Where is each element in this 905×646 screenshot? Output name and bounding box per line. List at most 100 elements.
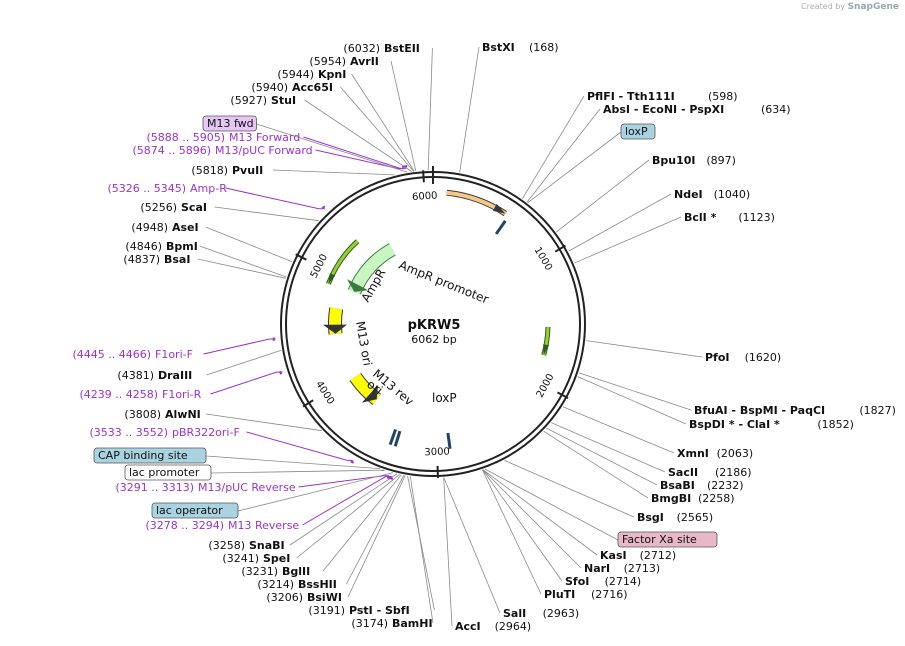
leader-sfoi: [482, 469, 563, 582]
feature-box-bg: [617, 531, 718, 548]
leader-bsgi: [504, 460, 635, 518]
marker-1: [388, 429, 397, 446]
primer-range: (4239 .. 4258): [79, 388, 158, 401]
primer-leader-6: [298, 475, 390, 488]
tick-mark-4000: [302, 399, 314, 408]
leader-asei: [205, 226, 293, 263]
plasmid-size: 6062 bp: [411, 333, 456, 346]
site-xmni: XmnI(2063): [677, 447, 753, 460]
site-snabi: (3258)SnaBI: [208, 539, 284, 552]
site-name: BsgI: [637, 511, 664, 524]
feature-box-lac-promoter: lac promoter: [124, 464, 212, 481]
site-name: SacII: [668, 466, 698, 479]
primer-range: (5326 .. 5345): [107, 182, 186, 195]
tick-label-6000: 6000: [412, 190, 438, 203]
site-position: (1620): [745, 351, 782, 364]
primer-leader-7: [302, 476, 392, 526]
site-name: PfoI: [705, 351, 730, 364]
leader-bpu10i: [556, 159, 650, 233]
site-stui: (5927)StuI: [230, 94, 296, 107]
leader-bsai: [197, 258, 287, 279]
primer-name: Amp-R: [190, 182, 227, 195]
site-bsteii: (6032)BstEII: [343, 42, 419, 55]
primer-range: (3278 .. 3294): [145, 519, 224, 532]
leader-bfuai-bspmi-paqci: [578, 372, 692, 411]
site-bsai: (4837)BsaI: [123, 253, 190, 266]
site-position: (2963): [543, 607, 580, 620]
site-name: Acc65I: [292, 81, 333, 94]
tick-mark-6000: [422, 170, 425, 183]
feature-arrow-green-right-head: [543, 344, 550, 356]
site-position: (2712): [640, 549, 677, 562]
leader-spei: [296, 474, 400, 559]
site-position: (4837): [123, 253, 160, 266]
site-position: (1040): [714, 188, 751, 201]
site-absi-econi-pspxi: AbsI - EcoNI - PspXI(634): [603, 103, 791, 116]
feature-leader-0: [256, 123, 408, 173]
leader-bcli-: [574, 216, 682, 264]
primer-name: M13 Reverse: [228, 519, 299, 532]
primer-leader-4: [210, 371, 283, 395]
primer-name: M13/pUC Reverse: [198, 481, 296, 494]
site-position: (2258): [698, 492, 735, 505]
primer-m13-reverse: (3278 .. 3294) M13 Reverse: [145, 519, 299, 532]
site-name: PstI - SbfI: [349, 604, 410, 617]
site-position: (2716): [591, 588, 628, 601]
site-sacii: SacII (2186): [668, 466, 752, 479]
primer-bar-2: [321, 205, 326, 210]
site-position: (5818): [191, 164, 228, 177]
snapgene-logo: SnapGene: [848, 2, 899, 12]
feature-arc-orange-head: [492, 203, 506, 214]
site-name: BspDI * - ClaI *: [689, 418, 780, 431]
leader-bstxi: [459, 46, 480, 173]
site-bpmi: (4846)BpmI: [125, 240, 197, 253]
leader-bsiwi: [347, 475, 406, 598]
feature-leader-2: [205, 455, 381, 469]
primer-name: pBR322ori-F: [172, 426, 240, 439]
primer-m13-puc-forward: (5874 .. 5896) M13/pUC Forward: [132, 144, 312, 157]
site-name: AvrII: [350, 55, 379, 68]
leader-snabi: [289, 473, 398, 546]
primer-name: M13/pUC Forward: [215, 144, 313, 157]
site-position: (2186): [715, 466, 752, 479]
site-position: (3214): [257, 578, 294, 591]
credit-brand: SnapGene: [847, 2, 899, 12]
site-bcli-: BclI *(1123): [684, 211, 775, 224]
tick-mark-5000: [295, 253, 307, 261]
site-name: AccI: [455, 620, 481, 633]
leader-xmni: [562, 406, 675, 454]
site-position: (3231): [241, 565, 278, 578]
leader-pfoi: [586, 340, 703, 358]
feature-leader-4: [237, 472, 394, 512]
primer-name: M13 Forward: [229, 131, 300, 144]
site-name: KpnI: [318, 68, 346, 81]
feature-leader-3: [210, 469, 385, 474]
site-position: (1123): [738, 211, 775, 224]
leader-bpmi: [199, 245, 287, 278]
primer-leader-1: [315, 149, 405, 170]
site-name: BsaBI: [660, 479, 695, 492]
primer-range: (4445 .. 4466): [72, 348, 151, 361]
feature-arrows: [272, 165, 551, 480]
site-name: PluTI: [544, 588, 575, 601]
site-bglii: (3231)BglII: [241, 565, 310, 578]
site-name: SpeI: [263, 552, 290, 565]
site-name: AseI: [172, 221, 199, 234]
site-position: (2063): [717, 447, 754, 460]
site-asei: (4948)AseI: [131, 221, 198, 234]
site-bstxi: BstXI(168): [482, 41, 559, 54]
site-position: (598): [708, 90, 738, 103]
site-position: (5954): [309, 55, 346, 68]
site-position: (5256): [140, 201, 177, 214]
feature-box-cap-binding-site: CAP binding site: [93, 447, 207, 464]
feature-box-label: Factor Xa site: [622, 533, 697, 546]
primer-leader-2: [225, 187, 325, 210]
primer-leader-5: [246, 431, 354, 461]
feature-leader-1: [527, 131, 622, 203]
site-bsabi: BsaBI(2232): [660, 479, 744, 492]
site-bmgbi: BmgBI(2258): [651, 492, 735, 505]
leader-bsteii: [427, 47, 433, 171]
primer-range: (5874 .. 5896): [132, 144, 211, 157]
site-spei: (3241)SpeI: [222, 552, 290, 565]
site-pluti: PluTI (2716): [544, 588, 628, 601]
